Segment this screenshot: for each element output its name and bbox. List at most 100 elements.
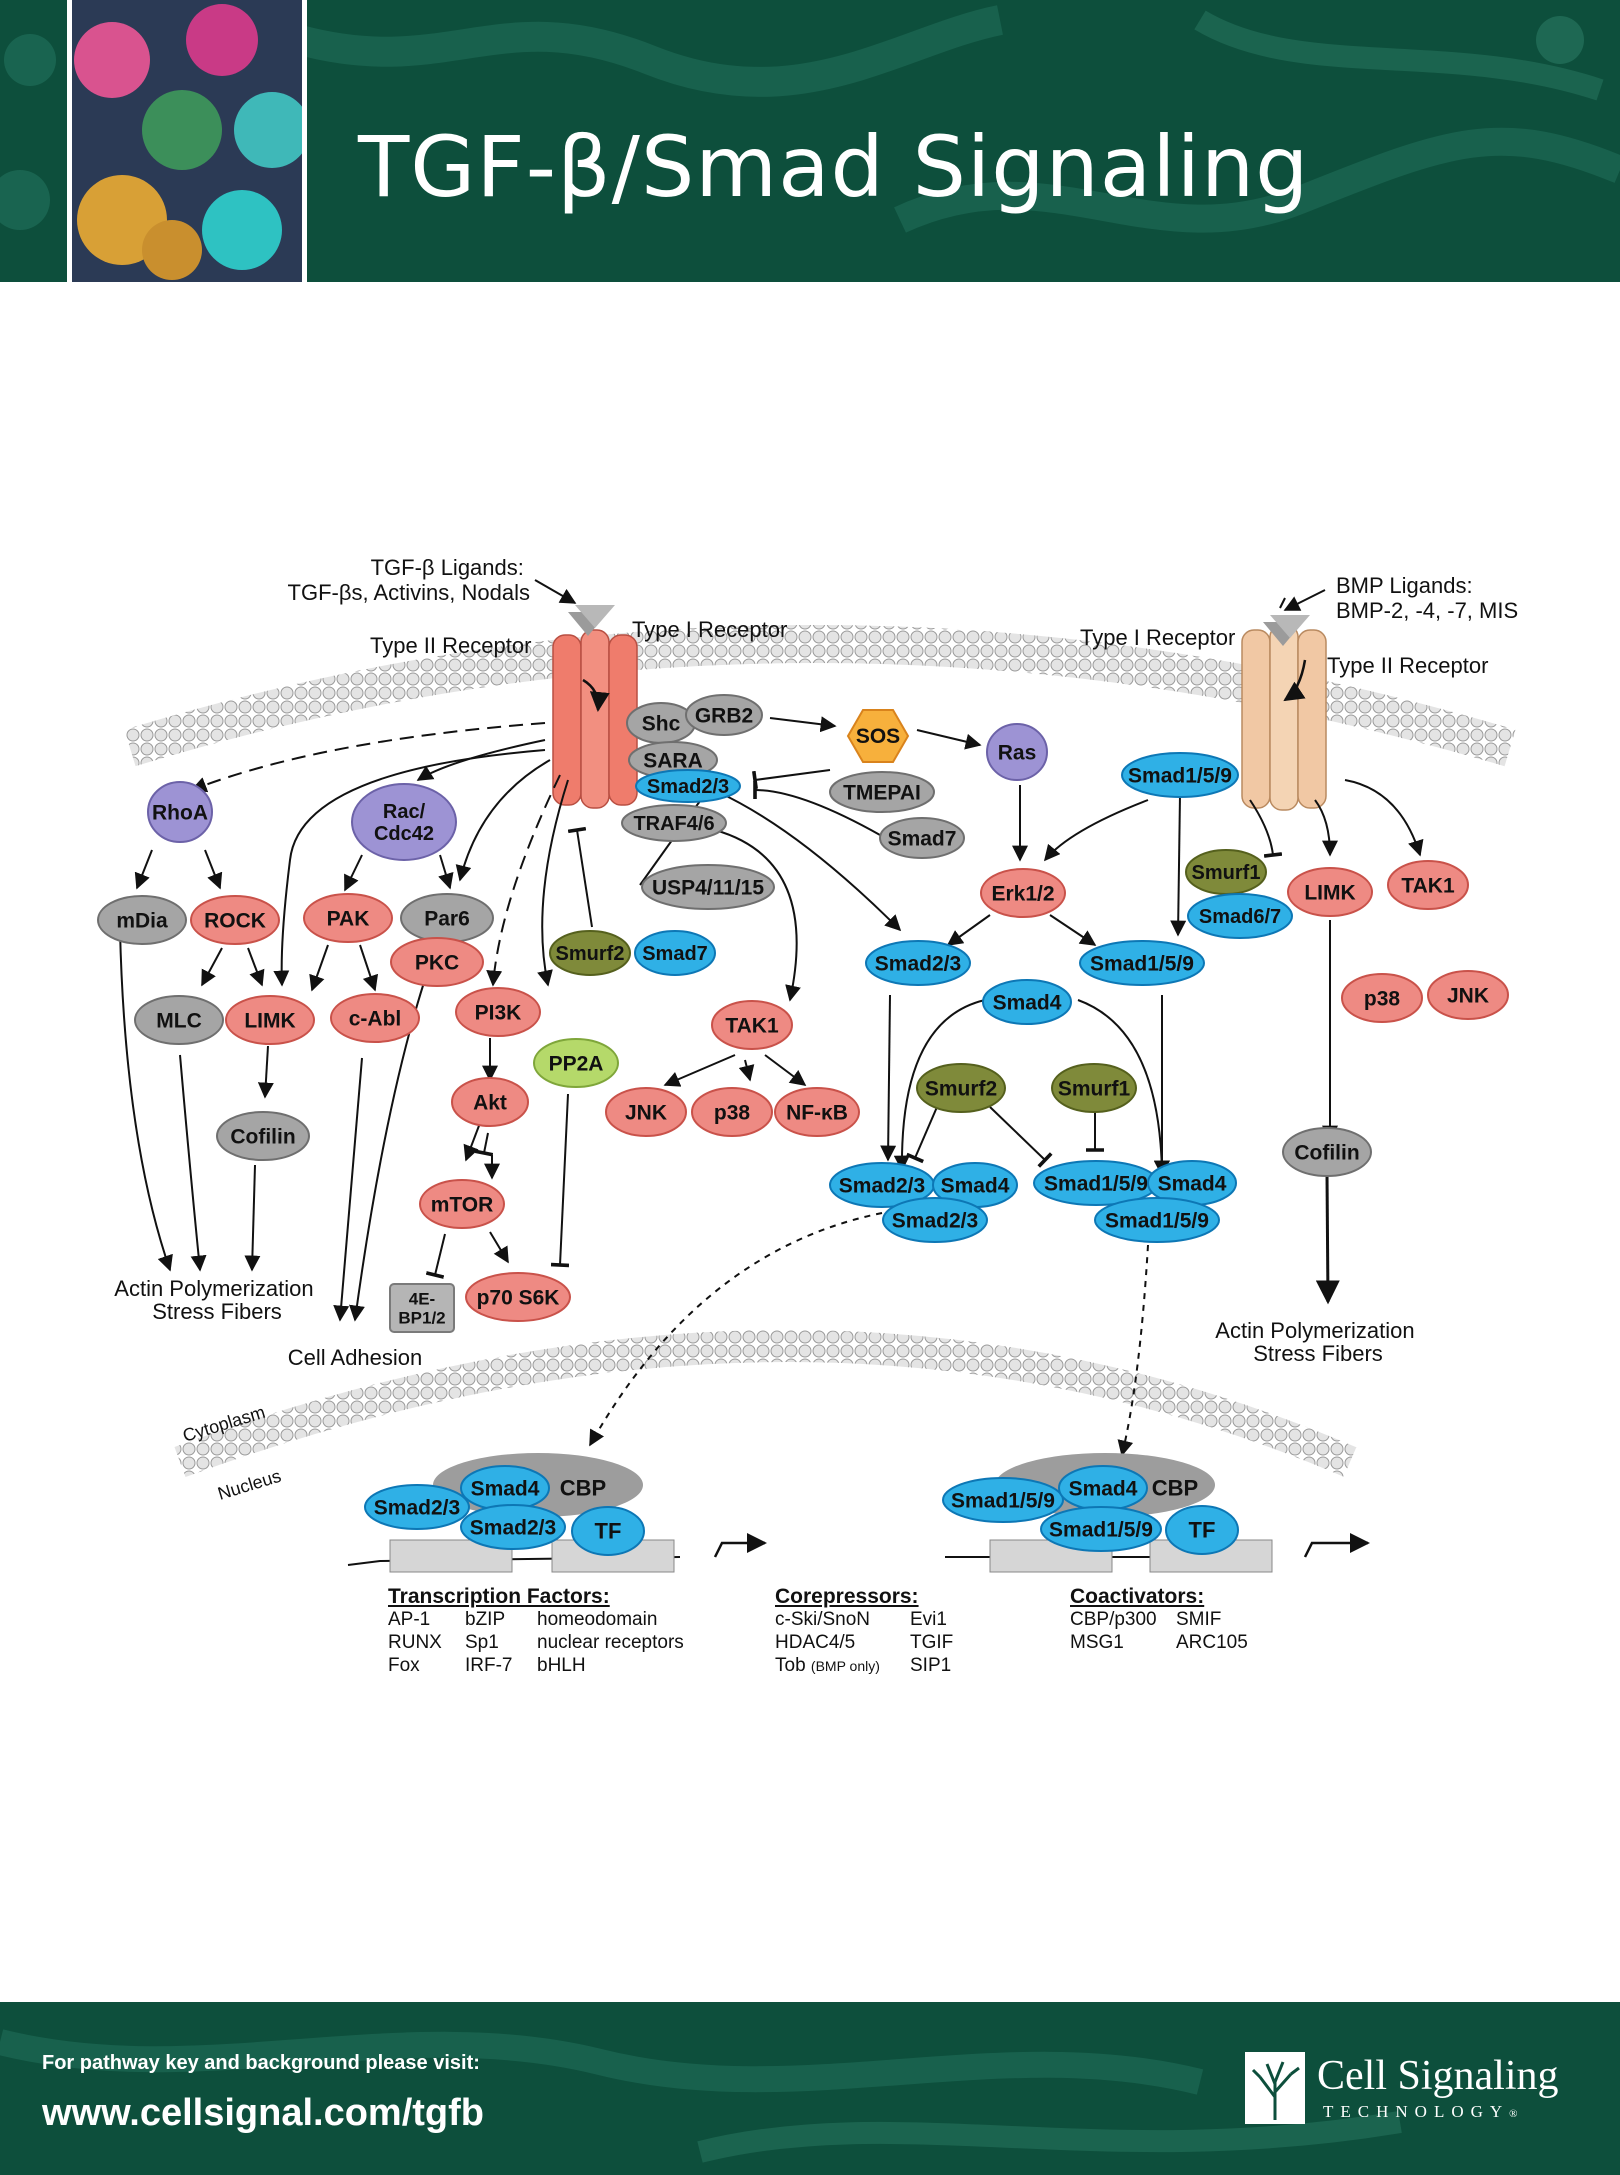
node-smad7-top-label: Smad7	[888, 827, 957, 850]
node-mtor-label: mTOR	[431, 1193, 494, 1216]
node-pi3k-shape	[455, 987, 541, 1037]
node-smad7-left-label: Smad7	[642, 943, 708, 965]
node-rhoa-label: RhoA	[152, 801, 208, 824]
legend-item: TGIF	[910, 1632, 954, 1653]
node-cx-left-a-label: Smad2/3	[839, 1174, 925, 1197]
node-smad4-mid-label: Smad4	[993, 991, 1062, 1014]
legend-tf-title: Transcription Factors:	[388, 1585, 610, 1608]
node-rac-shape	[351, 783, 457, 861]
node-smurf2-mid-label: Smurf2	[925, 1077, 997, 1100]
node-p38-mid-label: p38	[714, 1101, 751, 1124]
node-limk-left-shape	[225, 995, 315, 1045]
legend-item: AP-1	[388, 1609, 431, 1630]
node-akt-label: Akt	[473, 1091, 507, 1114]
node-smad23-mid-label: Smad2/3	[875, 952, 961, 975]
node-usp-shape	[641, 864, 775, 910]
node-smurf2-mid-shape	[916, 1063, 1006, 1113]
node-cx-right-b-label: Smad4	[1158, 1172, 1227, 1195]
node-sara-label: SARA	[643, 749, 703, 772]
legend-item: homeodomain	[537, 1609, 658, 1630]
node-mlc-shape	[134, 995, 224, 1045]
header-photo	[67, 0, 307, 282]
node-usp-label: USP4/11/15	[652, 876, 764, 899]
node-nuc-left-cbp-label: CBP	[560, 1476, 606, 1501]
node-nfkb-shape	[774, 1087, 860, 1137]
node-cabl-label: c-Abl	[349, 1007, 402, 1030]
legend-item: HDAC4/5	[775, 1632, 856, 1653]
node-cx-right-c-label: Smad1/5/9	[1105, 1209, 1209, 1232]
node-nuc-right-smad159a-shape	[942, 1477, 1064, 1523]
node-tak1-mid-shape	[711, 1000, 793, 1050]
node-tak1-mid-label: TAK1	[725, 1014, 779, 1037]
node-nuc-right-smad159b-label: Smad1/5/9	[1049, 1518, 1153, 1541]
node-grb2-shape	[685, 694, 763, 736]
node-p38-right-label: p38	[1364, 987, 1401, 1010]
node-p70-shape	[465, 1272, 571, 1322]
bmp-ligands-label: BMP Ligands: BMP-2, -4, -7, MIS	[1336, 573, 1518, 623]
node-grb2-label: GRB2	[695, 704, 753, 727]
node-pak-shape	[303, 893, 393, 943]
node-rac-label: Rac/Cdc42	[374, 801, 434, 845]
node-pi3k-label: PI3K	[475, 1001, 522, 1024]
node-smad7-top-shape	[879, 817, 965, 859]
node-smad23-mid-shape	[865, 940, 971, 986]
page-title: TGF-β/Smad Signaling	[358, 118, 1310, 216]
node-nfkb-label: NF-κB	[786, 1101, 848, 1124]
legend-coact-title: Coactivators:	[1070, 1585, 1205, 1608]
node-shc-label: Shc	[642, 712, 681, 735]
node-nuc-left-smad23b-shape	[460, 1504, 566, 1550]
node-pak-label: PAK	[327, 907, 370, 930]
node-smad4-mid-shape	[982, 979, 1072, 1025]
node-sos-label: SOS	[856, 725, 900, 748]
type-ii-receptor-right: Type II Receptor	[1327, 653, 1488, 678]
type-ii-receptor-left: Type II Receptor	[370, 633, 531, 658]
tgfb-receptor	[552, 605, 638, 809]
node-mlc-label: MLC	[156, 1009, 202, 1032]
node-smad23-sara-label: Smad2/3	[647, 776, 729, 798]
node-cx-right-c-shape	[1094, 1197, 1220, 1243]
node-nuc-right-smad159a-label: Smad1/5/9	[951, 1489, 1055, 1512]
node-smad23-sara-shape	[635, 769, 741, 803]
legend-item: SIP1	[910, 1655, 952, 1676]
node-smurf1-right-label: Smurf1	[1192, 862, 1261, 884]
cst-logo: Cell Signaling TECHNOLOGY®	[1245, 2052, 1585, 2132]
legend-item: nuclear receptors	[537, 1632, 684, 1653]
node-nuc-left-smad23a-label: Smad2/3	[374, 1496, 460, 1519]
node-ras-label: Ras	[998, 741, 1037, 764]
dna-right	[945, 1533, 1370, 1573]
footer-url[interactable]: www.cellsignal.com/tgfb	[42, 2092, 484, 2134]
node-jnk-right-label: JNK	[1447, 984, 1489, 1007]
node-cx-right-a-label: Smad1/5/9	[1044, 1172, 1148, 1195]
node-cofilin-left-shape	[216, 1111, 310, 1161]
node-limk-right-shape	[1287, 867, 1373, 917]
type-i-receptor-left: Type I Receptor	[632, 617, 787, 642]
tgfb-ligands-label: TGF-β Ligands: TGF-βs, Activins, Nodals	[288, 555, 530, 605]
header-texture	[0, 5, 1620, 233]
legend-corep-title: Corepressors:	[775, 1585, 919, 1608]
node-traf-label: TRAF4/6	[633, 813, 714, 835]
node-p38-right-shape	[1341, 973, 1423, 1023]
node-cofilin-right-shape	[1282, 1127, 1372, 1177]
legend-item: Evi1	[910, 1609, 947, 1630]
node-mtor-shape	[419, 1179, 505, 1229]
node-tak1-right-shape	[1387, 860, 1469, 910]
node-nuc-right-smad159b-shape	[1040, 1506, 1162, 1552]
bmp-receptor	[1241, 615, 1327, 811]
node-nuc-left-tf-label: TF	[595, 1519, 622, 1544]
node-limk-right-label: LIMK	[1304, 881, 1355, 904]
legend-item: ARC105	[1176, 1632, 1248, 1653]
footer-banner: For pathway key and background please vi…	[0, 2002, 1620, 2175]
node-rock-shape	[190, 895, 280, 945]
node-ebp-label: 4E-BP1/2	[398, 1289, 445, 1327]
node-tak1-right-label: TAK1	[1401, 874, 1455, 897]
node-smad67-label: Smad6/7	[1199, 906, 1281, 928]
node-smurf1-mid-shape	[1051, 1063, 1137, 1113]
node-cofilin-right-label: Cofilin	[1294, 1141, 1359, 1164]
node-ebp-shape	[389, 1283, 455, 1333]
node-smad7-left-shape	[634, 930, 716, 976]
legend-item: CBP/p300	[1070, 1609, 1157, 1630]
